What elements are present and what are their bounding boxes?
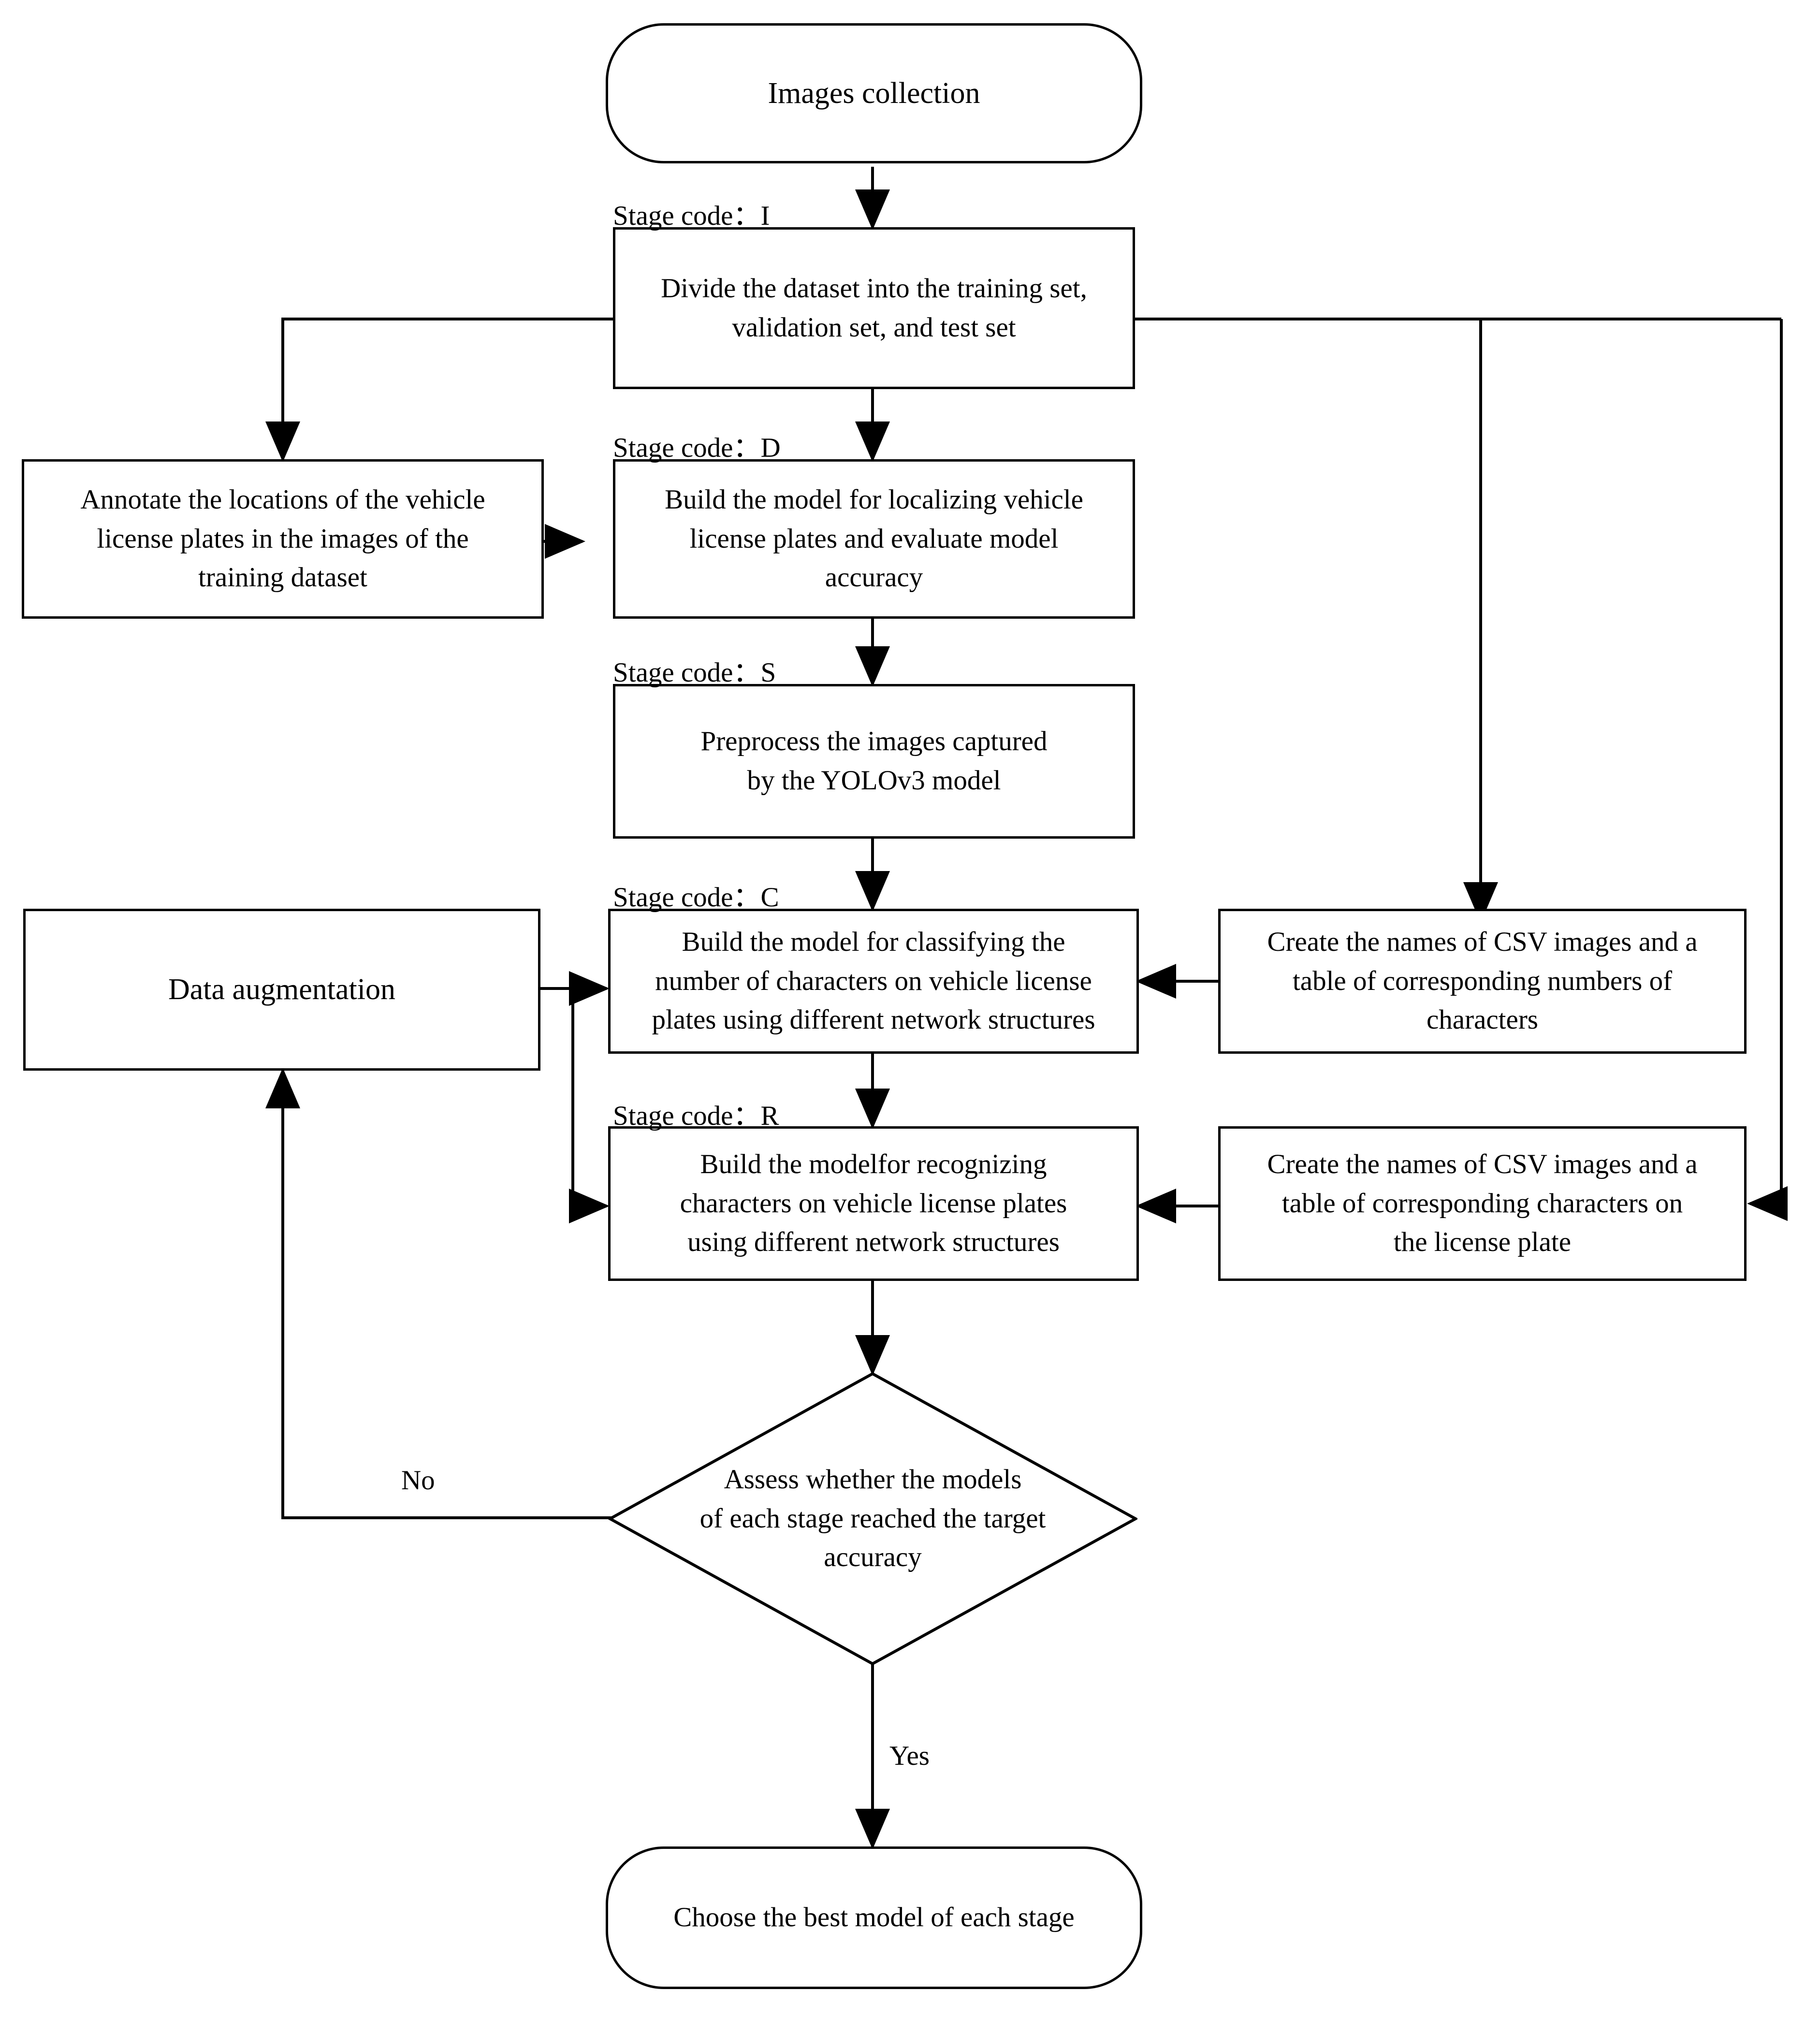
stage-label-c: Stage code：C <box>613 882 779 913</box>
node-annotate-locations-label: Annotate the locations of the vehicle li… <box>80 484 485 593</box>
node-build-localize-model-label: Build the model for localizing vehicle l… <box>665 484 1083 593</box>
node-data-augmentation-label: Data augmentation <box>168 973 395 1006</box>
node-divide-dataset-label: Divide the dataset into the training set… <box>661 273 1087 343</box>
edge-divide-to-csv-characters <box>1747 319 1788 1221</box>
node-csv-numbers-table-label: Create the names of CSV images and a tab… <box>1267 926 1698 1035</box>
edge-label-yes: Yes <box>889 1741 930 1771</box>
node-choose-best-model[interactable]: Choose the best model of each stage <box>606 1846 1142 1989</box>
node-build-recognize-model[interactable]: Build the modelfor recognizing character… <box>608 1126 1139 1281</box>
node-csv-characters-table-label: Create the names of CSV images and a tab… <box>1267 1148 1698 1258</box>
node-images-collection-label: Images collection <box>768 76 980 110</box>
node-choose-best-model-label: Choose the best model of each stage <box>673 1902 1075 1933</box>
node-build-classify-model-label: Build the model for classifying the numb… <box>652 926 1095 1035</box>
node-divide-dataset[interactable]: Divide the dataset into the training set… <box>613 227 1135 389</box>
edge-divide-to-annotate <box>265 318 613 462</box>
node-csv-numbers-table[interactable]: Create the names of CSV images and a tab… <box>1218 909 1747 1054</box>
node-images-collection[interactable]: Images collection <box>606 23 1142 163</box>
edge-assess-no-to-augment <box>265 1068 612 1519</box>
stage-label-i: Stage code：I <box>613 201 770 231</box>
edge-label-no: No <box>401 1465 435 1496</box>
edge-augment-to-recognize <box>569 988 610 1223</box>
stage-label-d: Stage code：D <box>613 433 781 463</box>
node-assess-decision[interactable]: Assess whether the models of each stage … <box>608 1372 1137 1666</box>
stage-label-r: Stage code：R <box>613 1101 779 1131</box>
node-preprocess-images-label: Preprocess the images captured by the YO… <box>700 726 1048 796</box>
node-data-augmentation[interactable]: Data augmentation <box>23 909 540 1071</box>
node-build-recognize-model-label: Build the modelfor recognizing character… <box>680 1148 1067 1258</box>
node-build-localize-model[interactable]: Build the model for localizing vehicle l… <box>613 459 1135 619</box>
node-build-classify-model[interactable]: Build the model for classifying the numb… <box>608 909 1139 1054</box>
node-preprocess-images[interactable]: Preprocess the images captured by the YO… <box>613 684 1135 839</box>
node-csv-characters-table[interactable]: Create the names of CSV images and a tab… <box>1218 1126 1747 1281</box>
node-annotate-locations[interactable]: Annotate the locations of the vehicle li… <box>22 459 544 619</box>
stage-label-s: Stage code：S <box>613 657 776 688</box>
node-assess-decision-label: Assess whether the models of each stage … <box>699 1464 1046 1573</box>
